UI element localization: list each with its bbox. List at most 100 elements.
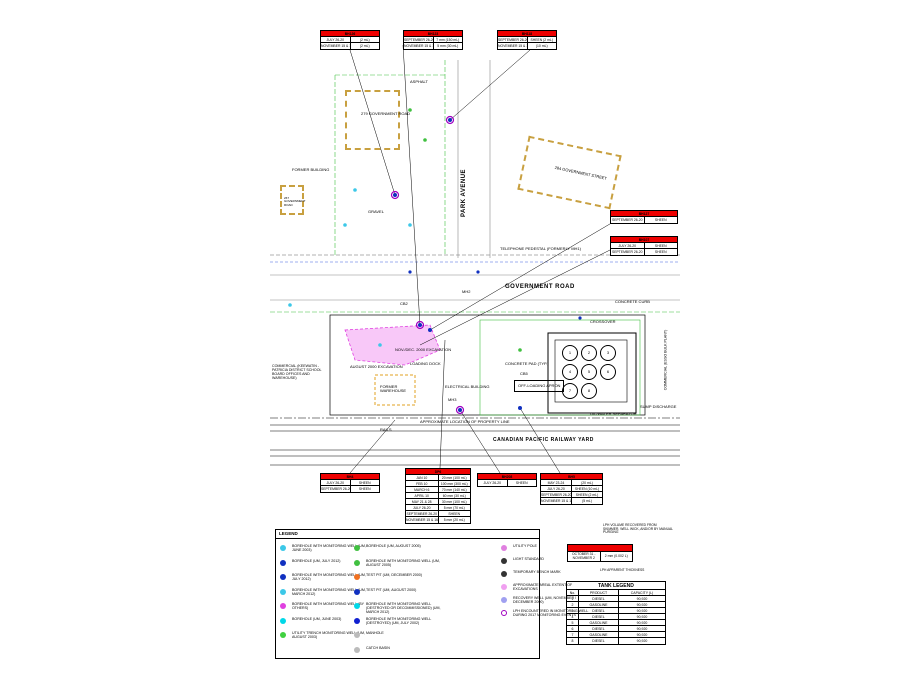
legend-symbol-icon	[354, 603, 360, 609]
legend-item: BOREHOLE WITH MONITORING WELL (DESTROYED…	[354, 617, 444, 625]
legend-item: TEST PIT (UM, DECEMBER 2000)	[354, 573, 444, 580]
callout-id: BH5	[541, 474, 602, 480]
legend-item: BOREHOLE (UM, JULY 2012)	[280, 559, 370, 566]
legend-item: MANHOLE	[354, 631, 444, 638]
legend-symbol-icon	[501, 610, 507, 616]
building-279: 279 GOVERNMENT ROAD	[345, 90, 410, 150]
legend-item: TEMPORARY BENCH MARK	[501, 570, 591, 577]
callout-id: BH126	[321, 31, 379, 37]
legend-symbol-icon	[354, 574, 360, 580]
legend-symbol-icon	[354, 545, 360, 551]
callout-id: BH107	[611, 237, 677, 243]
callout-id: BH118	[498, 31, 556, 37]
legend-item: UTILITY POLE	[501, 544, 591, 551]
tank-4: 4	[562, 364, 578, 380]
legend-symbol-icon	[501, 584, 507, 590]
commercial-right-label: COMMERCIAL (ESSO BULK PLANT)	[663, 329, 668, 391]
mh3-label: MH3	[448, 397, 457, 402]
tank-6: 6	[600, 364, 616, 380]
cb2-label: CB2	[400, 301, 408, 306]
key-recovered-note: LPH VOLUME RECOVERED FROM SKIMMER, WELL …	[603, 523, 673, 535]
legend-symbol-icon	[280, 574, 286, 580]
legend: LEGEND BOREHOLE WITH MONITORING WELL (UM…	[275, 529, 588, 659]
legend-symbol-icon	[280, 603, 286, 609]
legend-symbol-icon	[280, 545, 286, 551]
tank-legend-header: No. PRODUCT CAPACITY (L)	[567, 590, 665, 596]
tank-7: 7	[562, 383, 578, 399]
legend-item: BOREHOLE WITH MONITORING WELL (UM, JUNE …	[280, 544, 370, 552]
legend-symbol-icon	[280, 588, 286, 595]
tank-1: 1	[562, 345, 578, 361]
former-building-label: FORMER BUILDING	[292, 167, 330, 172]
telephone-label: TELEPHONE PEDESTAL (FORMERLY MH1)	[500, 246, 581, 251]
concrete-curb-label: CONCRETE CURB	[615, 299, 650, 304]
legend-item: BOREHOLE WITH MONITORING WELL (DESTROYED…	[354, 602, 444, 614]
building-267: 267 GOVERNMENT ROAD	[280, 185, 305, 215]
legend-item: APPROXIMATE AREAL EXTENT OF EXCAVATIONS	[501, 583, 591, 591]
legend-item: TEST PIT (UM, AUGUST 2000)	[354, 588, 444, 595]
legend-symbol-icon	[501, 558, 507, 564]
separator-label: OIL/WATER SEPARATOR	[590, 411, 637, 416]
callout-row: MAY 23-24(20 mL)	[541, 480, 602, 486]
tank-8: 8	[581, 383, 597, 399]
key-callout: OCTOBER 31 - NOVEMBER 2 2 mm (0.002 L)	[567, 544, 633, 562]
legend-item: BOREHOLE WITH MONITORING WELL (UM, AUGUS…	[354, 559, 444, 567]
legend-item: UTILITY TRENCH MONITORING WELL (UM, AUGU…	[280, 631, 370, 639]
legend-item: BOREHOLE WITH MONITORING WELL (UM, MARCH…	[280, 588, 370, 596]
callout-id: BH127	[611, 211, 677, 217]
legend-symbol-icon	[280, 559, 286, 566]
legend-item: BOREHOLE WITH MONITORING WELL (BY OTHERS…	[280, 602, 370, 610]
legend-symbol-icon	[501, 545, 507, 551]
tank-3: 3	[600, 345, 616, 361]
park-avenue-label: PARK AVENUE	[461, 168, 468, 218]
callout-row: NOVEMBER 15 & 16(10 mL)	[498, 43, 548, 49]
callout-row: NOVEMBER 15 & 16(2 mL)	[321, 43, 370, 49]
legend-item: LIGHT STANDARD	[501, 557, 591, 564]
legend-item: BOREHOLE WITH MONITORING WELL (UM, JULY …	[280, 573, 370, 581]
key-thickness-note: LPH APPARENT THICKNESS	[600, 568, 645, 572]
electrical-building-label: ELECTRICAL BUILDING	[445, 384, 490, 389]
tank-5: 5	[581, 364, 597, 380]
callout-id: BH123	[404, 31, 462, 37]
legend-item: BOREHOLE (UM, AUGUST 2005)	[354, 544, 444, 551]
legend-symbol-icon	[354, 646, 360, 653]
aug-excavation-label: AUGUST 2000 EXCAVATION	[350, 364, 403, 369]
crossover-label: CROSSOVER	[590, 319, 616, 324]
gravel-label: GRAVEL	[368, 209, 384, 214]
legend-item: CATCH BASIN	[354, 646, 444, 653]
legend-symbol-icon	[354, 632, 360, 638]
legend-symbol-icon	[280, 632, 286, 638]
callout-row: JULY 26-20(2 mL)	[321, 37, 379, 43]
government-road-label: GOVERNMENT ROAD	[505, 284, 575, 290]
loading-dock-label: LOADING DOCK	[410, 361, 441, 366]
callout-id: BH208	[478, 474, 536, 480]
